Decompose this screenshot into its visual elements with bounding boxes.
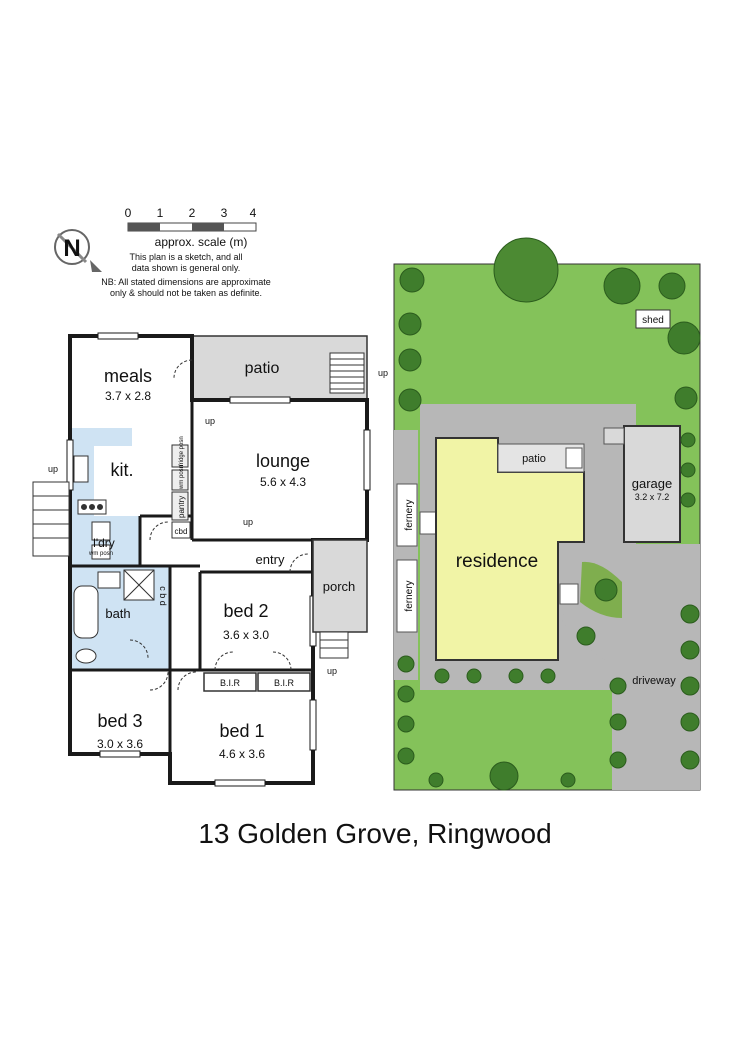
patio-steps xyxy=(329,352,365,394)
bed2-label: bed 2 xyxy=(223,601,268,621)
sink xyxy=(73,455,89,483)
pantry-label: pantry xyxy=(177,496,186,518)
disclaimer-line-2: data shown is general only. xyxy=(132,263,240,273)
entry-label: entry xyxy=(256,552,285,567)
scale-bar: 0 1 2 3 4 approx. scale (m) This plan is… xyxy=(101,206,271,298)
porch-steps-up: up xyxy=(327,666,337,676)
cbd-label: cbd xyxy=(175,527,188,536)
bed3-dims: 3.0 x 3.6 xyxy=(97,737,143,751)
cbd-hall-label: c b d xyxy=(158,586,168,606)
north-compass-icon: N xyxy=(54,229,102,272)
driveway-label: driveway xyxy=(632,675,676,687)
note-line-2: only & should not be taken as definite. xyxy=(110,288,262,298)
scale-tick-0: 0 xyxy=(125,206,132,220)
bed2-dims: 3.6 x 3.0 xyxy=(223,628,269,642)
vanity xyxy=(97,571,121,589)
bir-1-label: B.I.R xyxy=(220,678,241,688)
cbd-cupboard xyxy=(171,521,191,539)
bir-2 xyxy=(257,672,311,692)
door-swings xyxy=(129,359,309,691)
fernery-2 xyxy=(396,559,418,633)
floor-plan: patio xyxy=(32,332,388,787)
laundry-label: l'dry xyxy=(93,536,115,550)
meals-dims: 3.7 x 2.8 xyxy=(105,389,151,403)
laundry-wm xyxy=(91,544,111,560)
scale-tick-1: 1 xyxy=(157,206,164,220)
garage-side-box xyxy=(603,427,625,445)
pantry-cupboard xyxy=(171,491,189,521)
shed-label: shed xyxy=(642,315,664,326)
front-lawn xyxy=(410,690,604,780)
bir-2-label: B.I.R xyxy=(274,678,295,688)
bed1-label: bed 1 xyxy=(219,721,264,741)
disclaimer-line-1: This plan is a sketch, and all xyxy=(129,252,242,262)
paving-left xyxy=(394,430,418,680)
entry-step-up: up xyxy=(243,517,253,527)
laundry-tub xyxy=(91,521,111,541)
lounge-dims: 5.6 x 4.3 xyxy=(260,475,306,489)
wm-posn-label: wm posn xyxy=(179,465,185,490)
wm-posn xyxy=(171,469,189,491)
bathtub xyxy=(73,585,99,639)
toilet xyxy=(75,648,97,664)
lounge-label: lounge xyxy=(256,451,310,471)
interior-walls xyxy=(70,336,313,783)
kitchen-label: kit. xyxy=(110,460,133,480)
bir-1 xyxy=(203,672,257,692)
fernery-2-label: fernery xyxy=(404,580,415,611)
garage-footprint xyxy=(623,425,681,543)
bath-fittings xyxy=(73,569,155,664)
meals-label: meals xyxy=(104,366,152,386)
scale-tick-2: 2 xyxy=(189,206,196,220)
porch-area xyxy=(312,539,368,633)
patio-label: patio xyxy=(245,360,280,377)
steps-west xyxy=(419,511,437,535)
patio-steps-site xyxy=(565,447,583,469)
shed-footprint xyxy=(635,309,671,329)
kitchen-bench xyxy=(70,428,132,446)
bath-label: bath xyxy=(105,606,130,621)
garage-dims: 3.2 x 7.2 xyxy=(635,492,670,502)
patio-stairs-up: up xyxy=(378,368,388,378)
site-plan: fernery fernery residence patio garage 3… xyxy=(393,237,701,791)
porch-steps-site xyxy=(559,583,579,605)
scale-tick-3: 3 xyxy=(221,206,228,220)
scale-label: approx. scale (m) xyxy=(155,235,248,249)
porch-label: porch xyxy=(323,579,356,594)
trees xyxy=(397,237,701,791)
site-patio-label: patio xyxy=(522,453,546,465)
side-stairs xyxy=(32,481,70,557)
residence-label: residence xyxy=(456,551,538,572)
fernery-1 xyxy=(396,483,418,547)
compass-label: N xyxy=(63,235,80,262)
side-stairs-up: up xyxy=(48,464,58,474)
property-address: 13 Golden Grove, Ringwood xyxy=(198,818,552,849)
wm-label-laundry: wm posn xyxy=(88,551,113,557)
bed1-dims: 4.6 x 3.6 xyxy=(219,747,265,761)
note-line-1: NB: All stated dimensions are approximat… xyxy=(101,277,271,287)
fridge-posn-label: fridge posn xyxy=(179,436,185,466)
scale-tick-4: 4 xyxy=(250,206,257,220)
garage-label: garage xyxy=(632,476,672,491)
lounge-step-up: up xyxy=(205,416,215,426)
fridge-posn xyxy=(171,444,189,468)
kitchen-fittings xyxy=(73,444,191,560)
fernery-1-label: fernery xyxy=(404,499,415,530)
porch-steps xyxy=(319,631,349,659)
bed3-label: bed 3 xyxy=(97,711,142,731)
